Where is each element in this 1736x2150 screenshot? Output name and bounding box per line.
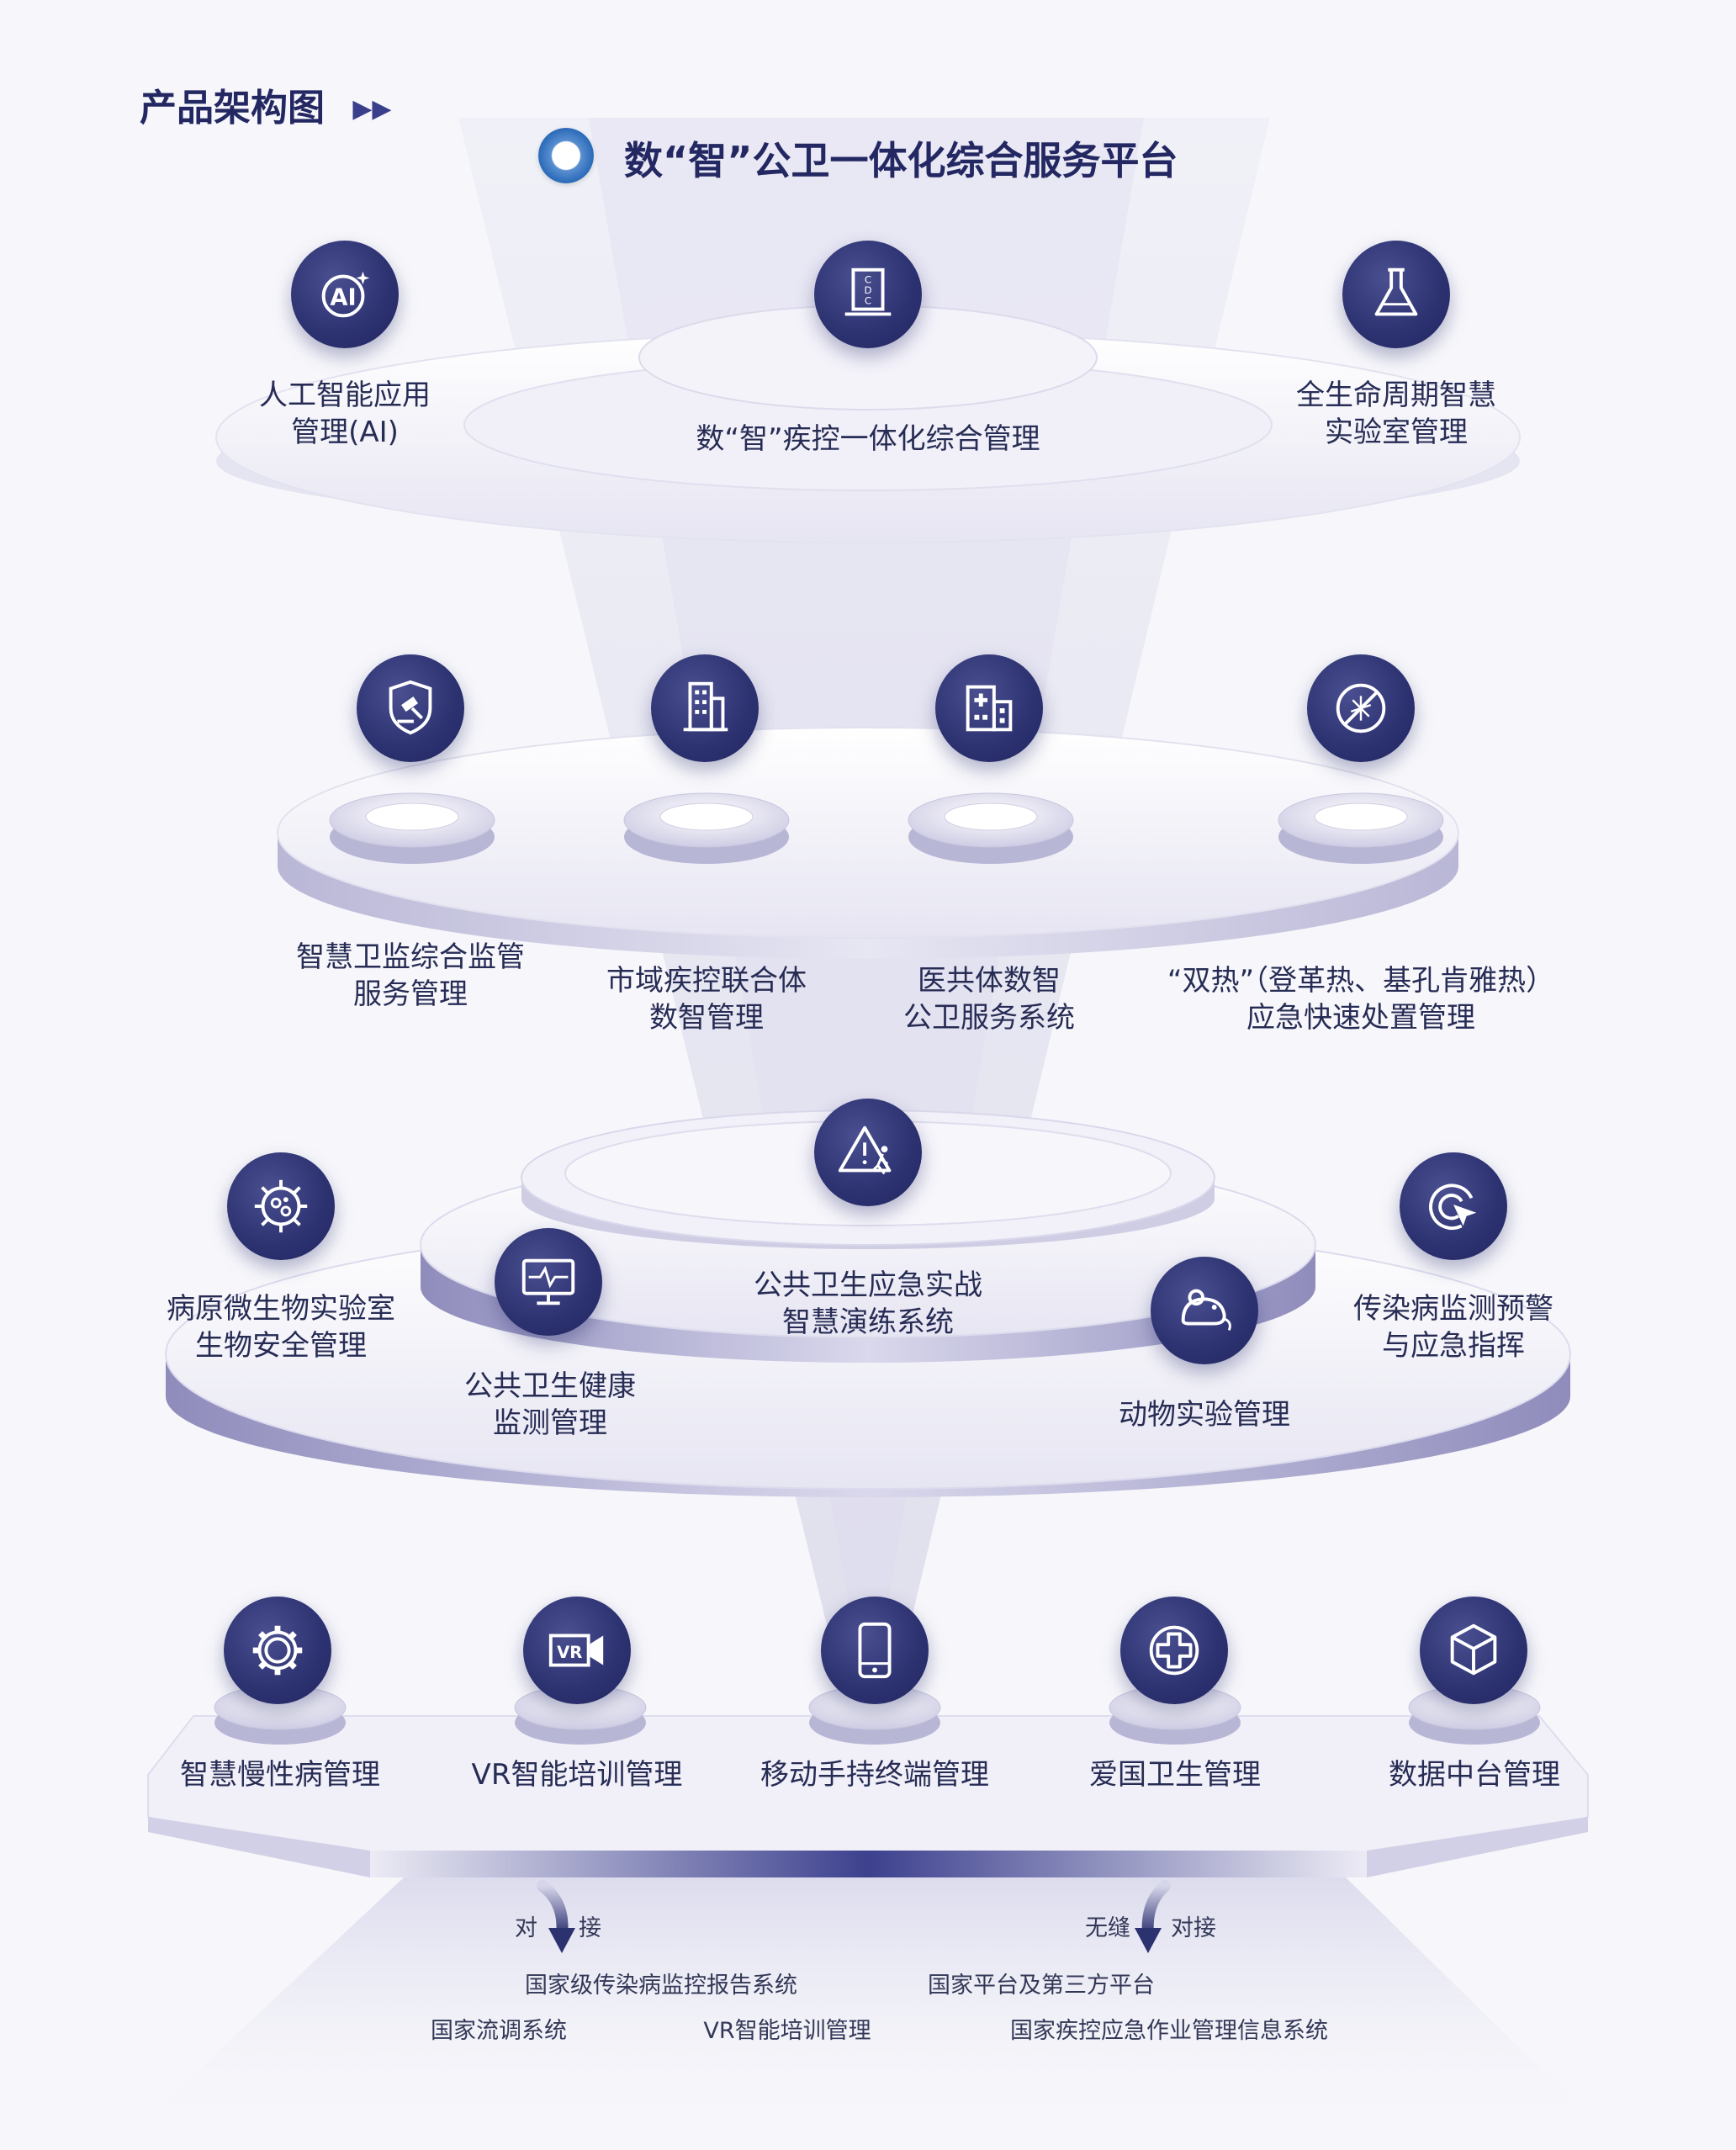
system-national-infectious-report: 国家级传染病监控报告系统 <box>525 1973 797 1999</box>
tier4-label-4: 爱国卫生管理 <box>1089 1758 1261 1792</box>
section-title: 产品架构图 ▶▶ <box>140 77 391 131</box>
tier2-label-1: 智慧卫监综合监管 服务管理 <box>296 940 525 1011</box>
section-title-text: 产品架构图 <box>140 87 325 130</box>
tier2-label-3: 医共体数智 公卫服务系统 <box>903 964 1075 1035</box>
mobile-phone-icon <box>821 1597 929 1704</box>
tier3-right-in-label: 动物实验管理 <box>1119 1398 1290 1432</box>
tier3-left-out-label: 病原微生物实验室 生物安全管理 <box>167 1292 395 1363</box>
system-national-third-party: 国家平台及第三方平台 <box>928 1973 1155 1999</box>
tier4-label-3: 移动手持终端管理 <box>760 1758 989 1792</box>
hospital-icon <box>935 654 1043 762</box>
monitor-pulse-icon <box>495 1228 602 1336</box>
platform-title: 数“智”公卫一体化综合服务平台 <box>624 138 1178 183</box>
right-arrow-text-a: 无缝 <box>1085 1915 1130 1941</box>
medical-cross-icon <box>1120 1597 1228 1704</box>
tier3-right-out-label: 传染病监测预警 与应急指挥 <box>1353 1292 1553 1363</box>
double-chevron-icon: ▶▶ <box>352 94 392 124</box>
ai-icon: AI <box>291 241 399 348</box>
system-cdc-emergency-ops: 国家疾控应急作业管理信息系统 <box>1010 2018 1328 2044</box>
svg-text:C: C <box>865 273 871 285</box>
platform-logo-icon <box>538 128 594 183</box>
tier4-label-1: 智慧慢性病管理 <box>180 1758 380 1792</box>
system-national-epidemiology: 国家流调系统 <box>431 2018 567 2044</box>
tier1-center-label: 数“智”疾控一体化综合管理 <box>696 422 1040 456</box>
system-vr-training: VR智能培训管理 <box>703 2018 871 2044</box>
tier4-label-5: 数据中台管理 <box>1389 1758 1560 1792</box>
city-building-icon <box>651 654 759 762</box>
tier1-left-label: 人工智能应用 管理(AI) <box>259 379 431 449</box>
gear-icon <box>224 1597 331 1704</box>
tier3-left-in-label: 公共卫生健康 监测管理 <box>464 1369 636 1440</box>
mouse-icon <box>1151 1257 1258 1364</box>
svg-text:D: D <box>865 284 872 296</box>
shield-gavel-icon <box>357 654 464 762</box>
svg-text:VR: VR <box>557 1643 582 1662</box>
data-cube-icon <box>1420 1597 1527 1704</box>
emergency-exit-icon <box>814 1099 922 1206</box>
target-cursor-icon <box>1400 1152 1507 1260</box>
no-mosquito-icon <box>1307 654 1415 762</box>
microbe-icon <box>227 1152 335 1260</box>
tier3-center-label: 公共卫生应急实战 智慧演练系统 <box>754 1268 982 1339</box>
right-arrow-text-b: 对接 <box>1171 1915 1216 1941</box>
left-arrow-text-a: 对 <box>515 1915 537 1941</box>
tier2-label-4: “双热”（登革热、基孔肯雅热） 应急快速处置管理 <box>1167 964 1555 1035</box>
left-arrow-text-b: 接 <box>579 1915 601 1941</box>
flask-icon <box>1342 241 1450 348</box>
vr-camera-icon: VR <box>523 1597 631 1704</box>
tier1-right-label: 全生命周期智慧 实验室管理 <box>1296 379 1496 449</box>
tier4-label-2: VR智能培训管理 <box>471 1758 683 1792</box>
svg-text:C: C <box>865 295 871 307</box>
svg-text:AI: AI <box>330 285 356 311</box>
tier2-label-2: 市域疾控联合体 数智管理 <box>606 964 807 1035</box>
